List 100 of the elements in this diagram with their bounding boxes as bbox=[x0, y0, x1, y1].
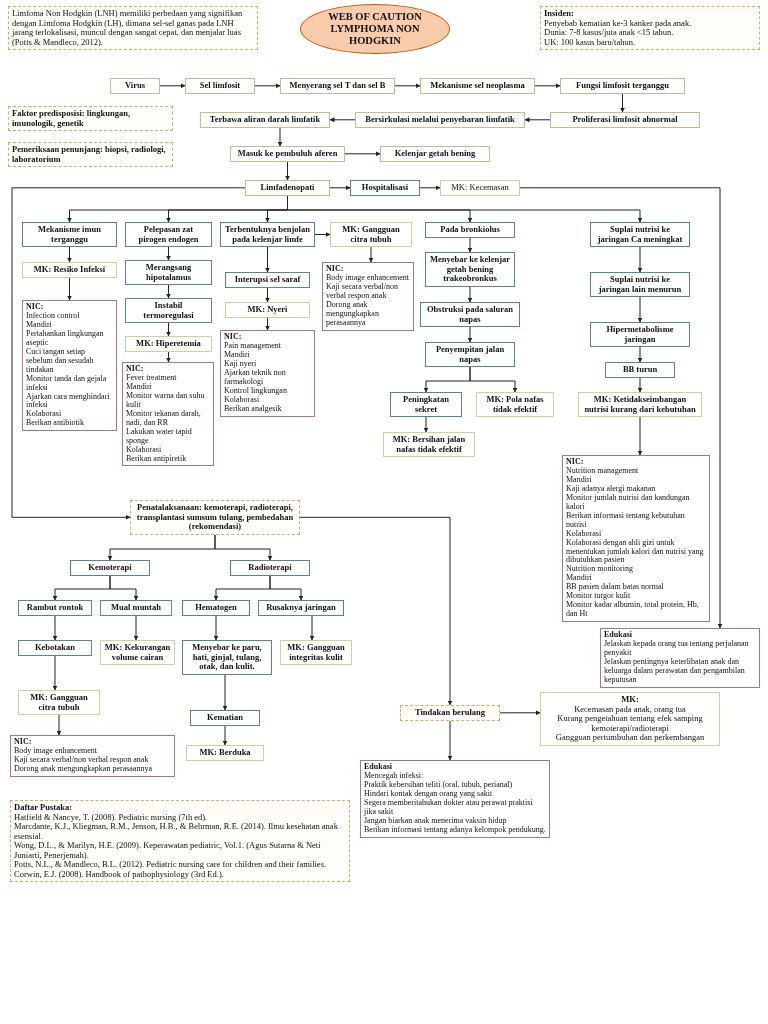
note-text: Kolaborasi bbox=[126, 445, 163, 455]
arrow bbox=[423, 416, 429, 433]
note-text: Mencegah infeksi: bbox=[364, 771, 425, 781]
heading-text: MK: bbox=[620, 695, 640, 705]
note-text: Dorong anak mengungkapkan perasaannya bbox=[14, 764, 153, 774]
process-box: Kelenjar getah bening bbox=[380, 146, 490, 162]
note-text: Jelaskan pentingnya keterlibatan anak dan keluarga dalam perawatan dan pengambilan keputusan bbox=[604, 657, 746, 685]
note-text: Pertahankan lingkungan aseptic bbox=[26, 329, 105, 348]
arrow bbox=[287, 195, 643, 223]
note-text: Praktik kebersihan teliti (oral, tubuh, perianal) bbox=[364, 780, 514, 790]
note-text: Kolaborasi bbox=[566, 529, 603, 539]
note-text: Monitor warna dan suhu kulit bbox=[126, 391, 206, 410]
arrow bbox=[467, 237, 473, 253]
intervention-box bbox=[22, 300, 117, 432]
note-text: Ajarkan teknik non farmakologi bbox=[224, 368, 287, 387]
arrow bbox=[56, 714, 62, 736]
arrow bbox=[265, 317, 270, 331]
note-box: Tindakan berulang bbox=[400, 705, 500, 721]
arrow bbox=[166, 246, 171, 261]
arrow bbox=[265, 287, 270, 303]
heading-text: Insiden: bbox=[544, 9, 575, 19]
note-text: Ajarkan cara menghindari infeksi bbox=[26, 392, 111, 410]
arrow bbox=[52, 615, 58, 641]
note-text: Berikan antibiotik bbox=[26, 419, 85, 429]
note-text: Cuci tangan setiap sebelum dan sesudah tindakan bbox=[26, 347, 95, 375]
intervention-box bbox=[360, 760, 550, 838]
arrow bbox=[524, 117, 551, 123]
process-box: Radioterapi bbox=[230, 560, 310, 576]
process-box: Rusaknya jaringan bbox=[258, 600, 344, 616]
note-text: Kaji secara verbal/non verbal respon anak bbox=[326, 282, 399, 301]
intervention-box bbox=[220, 330, 315, 417]
arrow bbox=[222, 674, 228, 711]
process-box: Limfadenopati bbox=[245, 180, 330, 196]
title-ellipse: WEB OF CAUTION LYMPHOMA NON HODGKIN bbox=[300, 4, 450, 54]
note-box: Limfoma Non Hodgkin (LNH) memiliki perbedaan yang signifikan dengan Limfoma Hodgkin (LH), dimana sel-sel ganas pada LNH jarang terlokalisasi, muncul dengan sangat cepat, dan menjalar luas (Potts & Mandleco, 2012). bbox=[8, 6, 258, 51]
arrow bbox=[314, 232, 331, 237]
process-box: Menyebar ke paru, hati, ginjal, tulang, otak, dan kulit. bbox=[182, 640, 272, 675]
arrow bbox=[67, 246, 72, 263]
process-box: Instabil termoregulasi bbox=[125, 298, 212, 324]
note-box bbox=[540, 6, 760, 51]
heading-text: Edukasi bbox=[604, 631, 634, 640]
process-box: Masuk ke pembuluh aferen bbox=[230, 146, 345, 162]
diagnosis-box bbox=[540, 692, 720, 746]
note-text: Kurang pengetahuan tentang efek samping kemoterapi/radioterapi bbox=[556, 714, 704, 734]
process-box: Kemoterapi bbox=[70, 560, 150, 576]
note-text: Potts, N.L., & Mandleco, B.L. (2012). Pediatric nursing care for children and their families. bbox=[14, 860, 328, 870]
arrow bbox=[637, 296, 643, 323]
arrow bbox=[637, 416, 643, 456]
process-box: Mekanisme sel neoplasma bbox=[420, 78, 535, 94]
arrow bbox=[467, 326, 473, 343]
arrow bbox=[469, 366, 518, 393]
heading-text: NIC: bbox=[224, 333, 243, 342]
diagnosis-box: MK: Gangguan citra tubuh bbox=[330, 222, 412, 248]
arrow bbox=[329, 185, 351, 191]
note-text: UK: 100 kasus baru/tahun. bbox=[544, 37, 637, 48]
note-text: Marcdante, K.J., Kliegman, R.M., Jenson, H.B., & Behrman, R.E. (2014). Ilmu kesehatan anak esensial. bbox=[14, 822, 339, 842]
note-text: Monitor turgor kulit bbox=[566, 592, 631, 602]
arrow bbox=[166, 351, 171, 363]
intervention-box bbox=[562, 455, 710, 623]
note-text: Hindari kontak dengan orang yang sakit bbox=[364, 789, 493, 799]
diagnosis-box: MK: Ketidakseimbangan nutrisi kurang dari kebutuhan bbox=[578, 392, 702, 418]
arrow bbox=[299, 516, 453, 706]
process-box: Hematogen bbox=[182, 600, 250, 616]
heading-text: NIC: bbox=[26, 303, 45, 312]
diagnosis-box: MK: Kekurangan volume cairan bbox=[100, 640, 175, 666]
process-box: Interupsi sel saraf bbox=[225, 272, 310, 288]
arrow bbox=[368, 246, 374, 263]
arrow bbox=[166, 322, 171, 337]
note-box: Pemeriksaan penunjang: biopsi, radiologi, laboratorium bbox=[8, 142, 173, 168]
arrow bbox=[265, 246, 270, 273]
process-box: Pada bronkiolus bbox=[425, 222, 515, 238]
intervention-box bbox=[10, 735, 175, 777]
diagnosis-box: MK: Gangguan integritas kulit bbox=[280, 640, 352, 666]
note-text: Pain management bbox=[224, 341, 283, 351]
arrow bbox=[637, 246, 643, 273]
arrow bbox=[344, 151, 381, 157]
process-box: Menyebar ke kelenjar getah bening trakeobronkus bbox=[425, 252, 515, 287]
process-box: Peningkatan sekret bbox=[390, 392, 462, 418]
heading-text: NIC: bbox=[126, 365, 145, 374]
arrow bbox=[519, 187, 723, 629]
arrow bbox=[67, 277, 72, 301]
arrow bbox=[277, 127, 283, 147]
diagnosis-box: MK: Nyeri bbox=[225, 302, 310, 318]
process-box: Mekanisme imun terganggu bbox=[22, 222, 117, 248]
note-text: Berikan informasi tentang kebutuhan nutrisi bbox=[566, 511, 686, 530]
note-text: Monitor jumlah nutrisi dan kandungan kalori bbox=[566, 493, 691, 512]
note-text: Monitor kadar albumin, total protein, Hb, dan Ht bbox=[566, 601, 700, 620]
note-text: Berikan informasi tentang adanya kelompok pendukung. bbox=[364, 825, 546, 835]
arrow bbox=[11, 187, 246, 520]
note-box bbox=[10, 800, 350, 883]
process-box: BB turun bbox=[605, 362, 675, 378]
note-text: Body image enhancement bbox=[326, 273, 410, 283]
note-text: Monitor tekanan darah, nadi, dan RR bbox=[126, 409, 202, 428]
process-box: Pelepasan zat pirogen endogen bbox=[125, 222, 212, 248]
arrow bbox=[329, 117, 356, 123]
arrow bbox=[285, 161, 290, 181]
note-text: Dunia: 7-8 kasus/juta anak <15 tahun. bbox=[544, 28, 675, 38]
note-text: Kontrol lingkungan bbox=[224, 386, 288, 396]
note-text: Jangan biarkan anak menerima vaksin hidup bbox=[364, 816, 508, 826]
process-box: Proliferasi limfosit abnormal bbox=[550, 112, 700, 128]
